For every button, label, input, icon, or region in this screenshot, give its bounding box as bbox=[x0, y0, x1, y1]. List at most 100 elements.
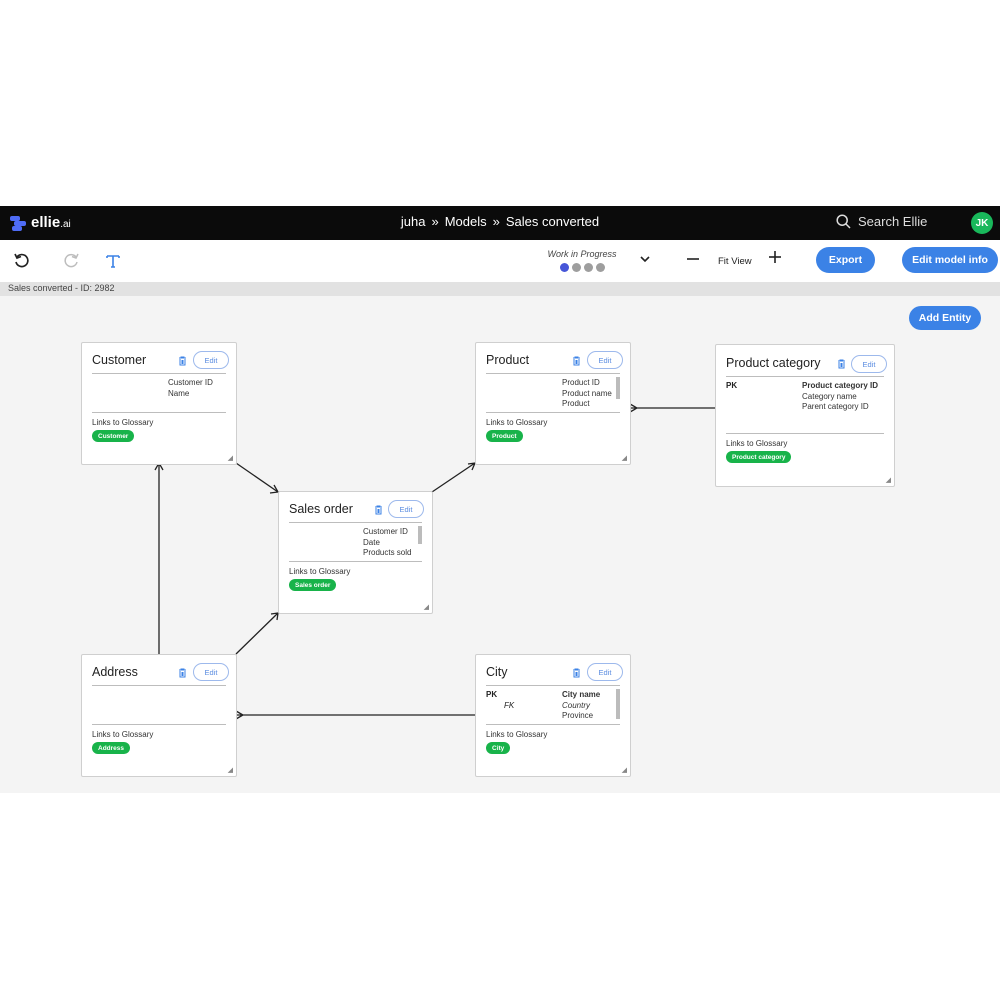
divider bbox=[726, 376, 884, 377]
attribute-name: Customer ID bbox=[168, 378, 213, 387]
trash-icon[interactable] bbox=[572, 668, 581, 678]
attribute-list: City name Country Province bbox=[562, 690, 600, 722]
attribute-name: Province bbox=[562, 711, 594, 720]
attribute-name: Customer ID bbox=[363, 527, 408, 536]
breadcrumb-item-models[interactable]: Models bbox=[444, 214, 487, 229]
add-entity-button[interactable]: Add Entity bbox=[909, 306, 981, 330]
resize-handle[interactable]: ◢ bbox=[423, 604, 429, 611]
links-to-glossary-label: Links to Glossary bbox=[486, 418, 548, 427]
glossary-tag[interactable]: Sales order bbox=[289, 579, 337, 591]
entity-title: Sales order bbox=[289, 502, 353, 516]
export-button[interactable]: Export bbox=[816, 247, 875, 273]
links-to-glossary-label: Links to Glossary bbox=[289, 567, 351, 576]
ellie-logo-icon bbox=[10, 215, 26, 231]
undo-icon bbox=[14, 253, 29, 268]
breadcrumb-separator: » bbox=[492, 214, 500, 229]
status-step bbox=[571, 263, 581, 272]
entity-product-category[interactable]: Product category Edit PK Product categor… bbox=[715, 344, 895, 487]
glossary-tag[interactable]: City bbox=[486, 742, 511, 754]
status-label: Work in Progress bbox=[547, 249, 617, 259]
status-step bbox=[559, 263, 569, 272]
glossary-tag[interactable]: Address bbox=[92, 742, 131, 754]
links-to-glossary-label: Links to Glossary bbox=[92, 730, 154, 739]
attribute-scrollbar[interactable] bbox=[418, 526, 422, 544]
fit-view-button[interactable]: Fit View bbox=[718, 256, 752, 267]
model-id-text: Sales converted - ID: 2982 bbox=[8, 283, 115, 293]
search-icon bbox=[836, 214, 851, 229]
search-placeholder: Search Ellie bbox=[858, 214, 928, 229]
entity-customer[interactable]: Customer Edit Customer ID Name Links to … bbox=[81, 342, 237, 465]
status-step bbox=[595, 263, 605, 272]
divider bbox=[92, 412, 226, 413]
attribute-name: Category name bbox=[802, 391, 857, 401]
attribute-name: Date bbox=[363, 537, 380, 547]
ellie-logo[interactable]: ellie.ai bbox=[10, 214, 71, 231]
attribute-name: Country bbox=[562, 700, 591, 710]
attribute-name: Parent category ID bbox=[802, 402, 869, 411]
user-avatar[interactable]: JK bbox=[971, 212, 993, 234]
trash-icon[interactable] bbox=[572, 356, 581, 366]
attribute-scrollbar[interactable] bbox=[616, 689, 620, 719]
entity-title: Product category bbox=[726, 356, 821, 370]
divider bbox=[486, 373, 620, 374]
attribute-scrollbar[interactable] bbox=[616, 377, 620, 399]
divider bbox=[486, 685, 620, 686]
undo-button[interactable] bbox=[11, 250, 33, 272]
attribute-name: Product ID bbox=[562, 378, 600, 387]
chevron-down-icon bbox=[640, 256, 650, 263]
trash-icon[interactable] bbox=[178, 668, 187, 678]
edit-model-info-button[interactable]: Edit model info bbox=[902, 247, 998, 273]
zoom-out-button[interactable] bbox=[686, 250, 700, 271]
status-progress bbox=[546, 263, 618, 272]
attribute-name: Product bbox=[562, 399, 590, 408]
entity-title: Customer bbox=[92, 353, 147, 367]
resize-handle[interactable]: ◢ bbox=[885, 477, 891, 484]
resize-handle[interactable]: ◢ bbox=[621, 767, 627, 774]
trash-icon[interactable] bbox=[837, 359, 846, 369]
attribute-name: Product name bbox=[562, 388, 612, 398]
entity-sales-order[interactable]: Sales order Edit Customer ID Date Produc… bbox=[278, 491, 433, 614]
primary-key-label: PK bbox=[486, 690, 498, 699]
edit-entity-button[interactable]: Edit bbox=[851, 355, 887, 373]
trash-icon[interactable] bbox=[374, 505, 383, 515]
edit-entity-button[interactable]: Edit bbox=[193, 663, 229, 681]
divider bbox=[289, 522, 422, 523]
edit-entity-button[interactable]: Edit bbox=[587, 351, 623, 369]
entity-title: Product bbox=[486, 353, 530, 367]
status-indicator[interactable]: Work in Progress bbox=[546, 249, 618, 272]
glossary-tag[interactable]: Product bbox=[486, 430, 523, 442]
edit-entity-button[interactable]: Edit bbox=[587, 663, 623, 681]
entity-address[interactable]: Address Edit Links to Glossary Address ◢ bbox=[81, 654, 237, 777]
resize-handle[interactable]: ◢ bbox=[227, 767, 233, 774]
trash-icon[interactable] bbox=[178, 356, 187, 366]
redo-icon bbox=[64, 253, 79, 268]
model-id-bar: Sales converted - ID: 2982 bbox=[0, 282, 1000, 296]
glossary-tag[interactable]: Customer bbox=[92, 430, 135, 442]
entity-title: City bbox=[486, 665, 508, 679]
glossary-tag[interactable]: Product category bbox=[726, 451, 792, 463]
search-box[interactable]: Search Ellie bbox=[836, 214, 927, 229]
edit-entity-button[interactable]: Edit bbox=[193, 351, 229, 369]
resize-handle[interactable]: ◢ bbox=[621, 455, 627, 462]
divider bbox=[486, 412, 620, 413]
text-tool-button[interactable] bbox=[102, 250, 124, 272]
entity-city[interactable]: City Edit PK FK City name Country Provin… bbox=[475, 654, 631, 777]
edit-entity-button[interactable]: Edit bbox=[388, 500, 424, 518]
toolbar: Work in Progress Fit View Export Edit mo… bbox=[0, 240, 1000, 282]
entity-product[interactable]: Product Edit Product ID Product name Pro… bbox=[475, 342, 631, 465]
attribute-name: Products sold bbox=[363, 548, 412, 557]
attribute-name: Product category ID bbox=[802, 381, 879, 390]
status-dropdown-button[interactable] bbox=[638, 252, 652, 271]
divider bbox=[289, 561, 422, 562]
zoom-in-button[interactable] bbox=[767, 248, 783, 271]
divider bbox=[92, 724, 226, 725]
minus-icon bbox=[687, 258, 699, 260]
foreign-key-label: FK bbox=[504, 701, 515, 710]
divider bbox=[92, 373, 226, 374]
links-to-glossary-label: Links to Glossary bbox=[486, 730, 548, 739]
text-tool-icon bbox=[106, 255, 120, 268]
redo-button[interactable] bbox=[60, 250, 82, 272]
resize-handle[interactable]: ◢ bbox=[227, 455, 233, 462]
logo-text: ellie.ai bbox=[31, 214, 71, 231]
breadcrumb-item-user[interactable]: juha bbox=[400, 214, 426, 229]
